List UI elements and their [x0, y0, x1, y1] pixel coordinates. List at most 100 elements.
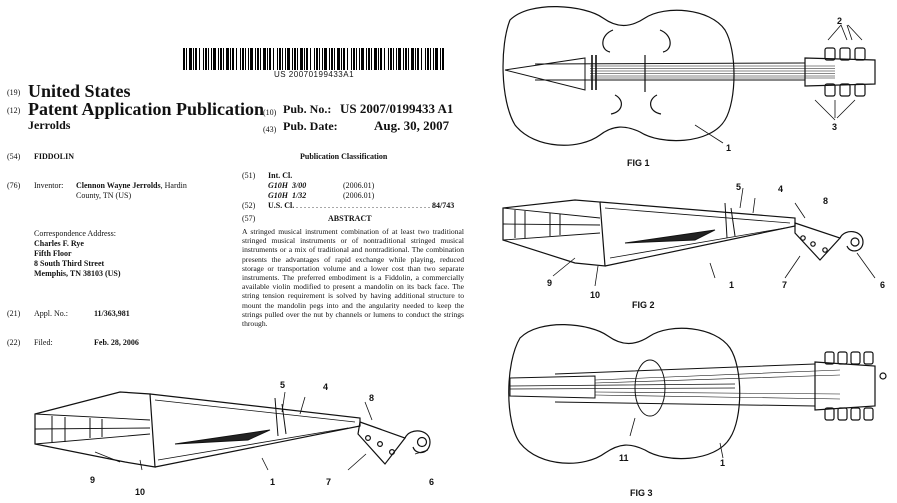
- barcode-bar: [384, 48, 385, 70]
- barcode-bar: [334, 48, 335, 70]
- barcode-bar: [408, 48, 409, 70]
- barcode-bar: [405, 48, 407, 70]
- barcode-bar: [232, 48, 234, 70]
- code-19: (19): [7, 88, 21, 97]
- inventor-location: , Hardin: [160, 181, 187, 190]
- bottom-ref-9: 9: [90, 475, 96, 485]
- bottom-ref-1: 1: [270, 477, 276, 487]
- barcode-bar: [356, 48, 357, 70]
- fig1-drawing: [502, 6, 876, 146]
- barcode-bar: [236, 48, 237, 70]
- bottom-ref-8: 8: [369, 393, 375, 403]
- fig3-ref-11: 11: [619, 453, 629, 463]
- class-2: G10H: [268, 191, 288, 200]
- barcode-bar: [390, 48, 392, 70]
- barcode-bar: [287, 48, 290, 70]
- barcode-bar: [273, 48, 274, 70]
- barcode-bar: [421, 48, 422, 70]
- barcode-bar: [285, 48, 286, 70]
- barcode-bar: [433, 48, 434, 70]
- barcode-bar: [263, 48, 266, 70]
- barcode-bar: [427, 48, 429, 70]
- barcode-bar: [359, 48, 360, 70]
- fig2-label: FIG 2: [632, 300, 655, 310]
- fig1-ref-3: 3: [832, 122, 838, 132]
- us-cl-label: U.S. Cl.: [268, 201, 295, 210]
- barcode-bar: [248, 48, 249, 70]
- pub-no-label: Pub. No.:: [283, 102, 332, 116]
- fig2-ref-9: 9: [547, 278, 553, 288]
- barcode-bar: [208, 48, 209, 70]
- barcode-bar: [417, 48, 419, 70]
- us-cl-value: 84/743: [432, 201, 455, 210]
- barcode-bar: [267, 48, 268, 70]
- barcode-bar: [347, 48, 348, 70]
- barcode-bar: [230, 48, 231, 70]
- barcode-bar: [292, 48, 293, 70]
- inventor-short: Jerrolds: [28, 118, 71, 132]
- barcode-number: US 20070199433A1: [273, 70, 355, 79]
- barcode-bar: [341, 48, 342, 70]
- appl-no-label: Appl. No.:: [34, 309, 68, 318]
- pub-no: US 2007/0199433 A1: [340, 101, 454, 116]
- fig3-ref-1: 1: [720, 458, 726, 468]
- barcode-bar: [378, 48, 379, 70]
- inventor-label: Inventor:: [34, 181, 64, 190]
- fig2-ref-6: 6: [880, 280, 886, 290]
- barcode-bar: [195, 48, 197, 70]
- code-51: (51): [242, 171, 256, 180]
- barcode-bar: [403, 48, 404, 70]
- correspondence-line-2: Fifth Floor: [34, 249, 72, 258]
- barcode-bar: [211, 48, 212, 70]
- barcode-bar: [430, 48, 431, 70]
- barcode-bar: [199, 48, 200, 70]
- barcode-bar: [220, 48, 222, 70]
- bottom-ref-6: 6: [429, 477, 435, 487]
- class-2-date: (2006.01): [343, 191, 375, 200]
- barcode-bar: [250, 48, 253, 70]
- code-52: (52): [242, 201, 256, 210]
- code-22: (22): [7, 338, 21, 347]
- barcode-bar: [425, 48, 426, 70]
- country: United States: [28, 81, 131, 101]
- barcode-bar: [279, 48, 281, 70]
- inventor-name: Clennon Wayne Jerrolds: [76, 181, 161, 190]
- barcode-bar: [331, 48, 333, 70]
- inventor-location-2: County, TN (US): [76, 191, 132, 200]
- correspondence-line-4: Memphis, TN 38103 (US): [34, 269, 121, 278]
- fig2-ref-4: 4: [778, 184, 784, 194]
- fig1-ref-2: 2: [837, 16, 843, 26]
- barcode-bar: [361, 48, 364, 70]
- code-21: (21): [7, 309, 21, 318]
- code-54: (54): [7, 152, 21, 161]
- barcode-bar: [337, 48, 340, 70]
- barcode-bar: [193, 48, 194, 70]
- barcode-bar: [366, 48, 367, 70]
- barcode-bar: [269, 48, 271, 70]
- fig2-ref-10: 10: [590, 290, 601, 300]
- correspondence-label: Correspondence Address:: [34, 229, 116, 238]
- correspondence-line-3: 8 South Third Street: [34, 259, 105, 268]
- barcode-bar: [314, 48, 315, 70]
- barcode-bar: [322, 48, 323, 70]
- class-1-sub: 3/00: [292, 181, 307, 190]
- bottom-ref-7: 7: [326, 477, 332, 487]
- fig2-ref-7: 7: [782, 280, 788, 290]
- barcode-bar: [316, 48, 318, 70]
- class-2-sub: 1/32: [292, 191, 307, 200]
- barcode-bar: [435, 48, 438, 70]
- us-cl-dots: ...................................: [296, 201, 436, 210]
- barcode-bar: [257, 48, 259, 70]
- barcode-bar: [310, 48, 311, 70]
- barcode-bar: [353, 48, 355, 70]
- bottom-ref-4: 4: [323, 382, 329, 392]
- barcode-bar: [223, 48, 224, 70]
- code-43: (43): [263, 125, 277, 134]
- fig2-ref-8: 8: [823, 196, 829, 206]
- barcode-bar: [351, 48, 352, 70]
- fig3-label: FIG 3: [630, 488, 653, 498]
- code-57: (57): [242, 214, 256, 223]
- barcode-bar: [183, 48, 185, 70]
- code-76: (76): [7, 181, 21, 190]
- document-type: Patent Application Publication: [28, 99, 265, 119]
